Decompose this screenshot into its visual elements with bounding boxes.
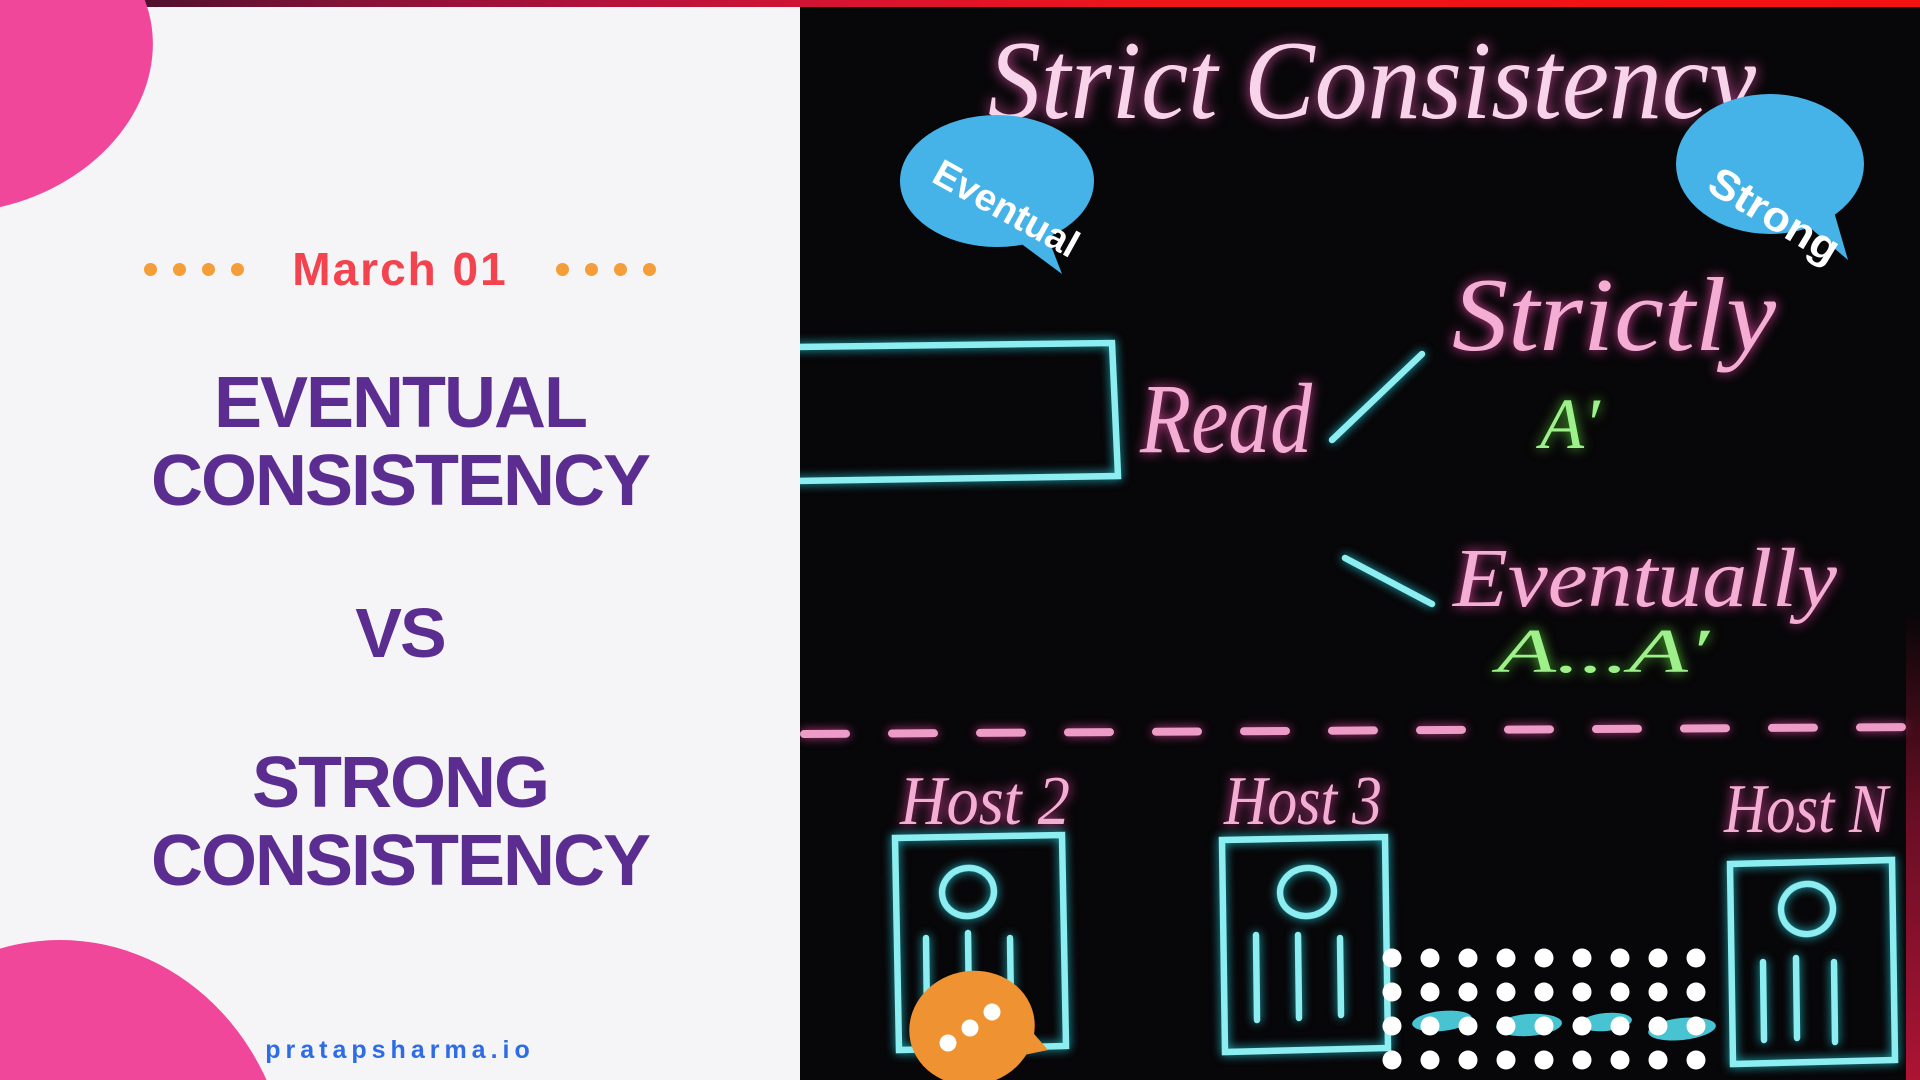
- strong-speech-bubble-icon: Strong: [1676, 94, 1864, 272]
- dashed-separator: [800, 723, 1920, 738]
- strict-value: A′: [1536, 384, 1601, 464]
- date-dots-left: [144, 262, 245, 276]
- title-line: CONSISTENCY: [150, 821, 651, 901]
- title-strong-consistency: STRONG CONSISTENCY: [0, 744, 800, 900]
- branch-line-strict: [1328, 350, 1426, 444]
- blackboard-panel: Strict Consistency Read Strictly A′ Even…: [800, 0, 1920, 1080]
- website-link: pratapsharma.io: [265, 1036, 535, 1064]
- consistency-diagram: Strict Consistency Read Strictly A′ Even…: [800, 19, 1920, 1080]
- white-dot-grid: [1382, 948, 1715, 1072]
- host3-label: Host 3: [1223, 763, 1382, 840]
- host3-icon: [1218, 833, 1392, 1056]
- title-line: CONSISTENCY: [150, 441, 651, 521]
- orange-dot: [584, 262, 598, 276]
- strictly-label: Strictly: [1452, 256, 1776, 373]
- orange-dot: [173, 262, 187, 276]
- hostN-icon: [1726, 856, 1899, 1068]
- branch-line-eventual: [1341, 554, 1436, 608]
- read-label: Read: [1139, 363, 1313, 474]
- date-row: March 01: [0, 243, 800, 295]
- versus-label: VS: [355, 594, 446, 672]
- date-label: March 01: [292, 243, 508, 295]
- orange-dot: [555, 262, 569, 276]
- eventual-speech-bubble-icon: Eventual: [900, 115, 1094, 274]
- write-box: [800, 339, 1122, 485]
- orange-dot: [202, 262, 216, 276]
- orange-dot: [144, 262, 158, 276]
- video-progress-bar: [0, 0, 1920, 7]
- right-edge-stripe: [1906, 610, 1920, 1080]
- hostN-label: Host N: [1723, 771, 1891, 848]
- eventually-label: Eventually: [1452, 532, 1838, 625]
- host2-label: Host 2: [899, 763, 1070, 840]
- orange-dot: [642, 262, 656, 276]
- orange-dot: [231, 262, 245, 276]
- typing-bubble-icon: [909, 970, 1048, 1080]
- left-panel: [0, 0, 800, 1080]
- title-line: STRONG: [251, 743, 550, 823]
- eventual-value: A...A′: [1491, 618, 1711, 686]
- title-eventual-consistency: EVENTUAL CONSISTENCY: [0, 364, 800, 520]
- date-dots-right: [555, 262, 656, 276]
- title-line: EVENTUAL: [213, 363, 588, 443]
- left-content: March 01 EVENTUAL CONSISTENCY VS STRONG …: [0, 0, 800, 1080]
- orange-dot: [613, 262, 627, 276]
- diagram-heading: Strict Consistency: [988, 19, 1756, 143]
